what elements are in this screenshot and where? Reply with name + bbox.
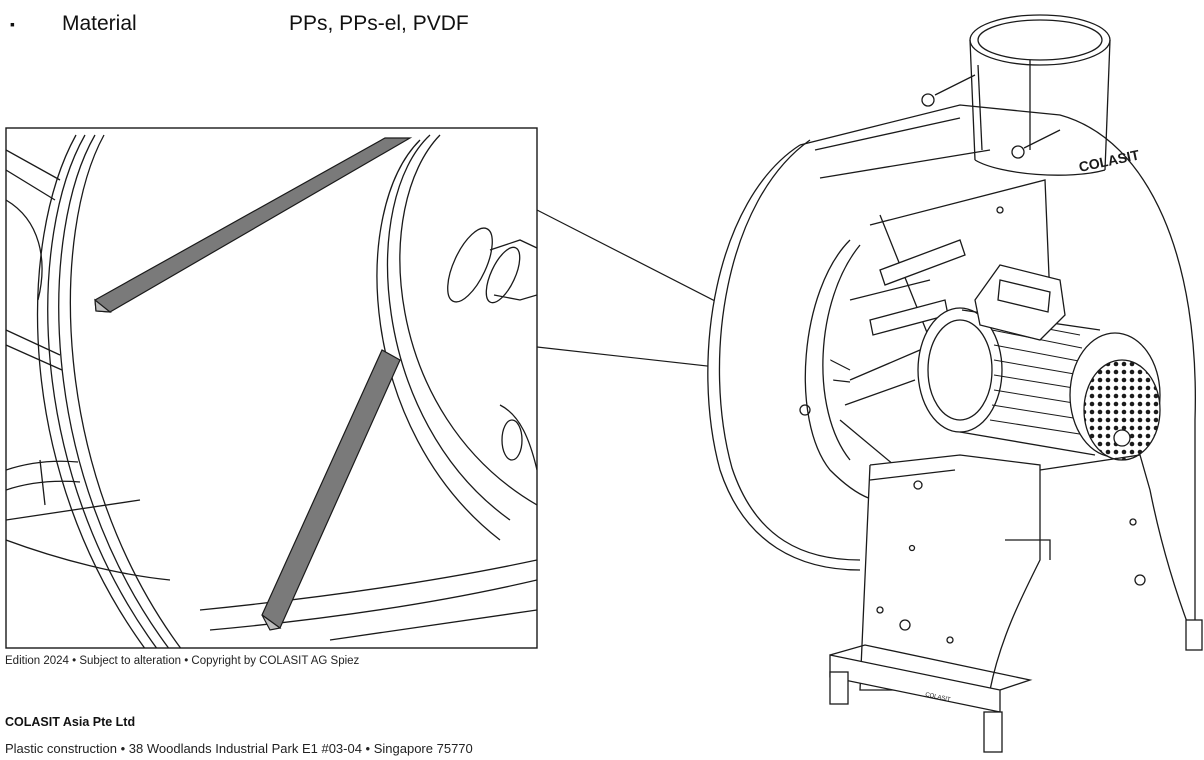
housing-logo: COLASIT: [1077, 146, 1141, 175]
material-value: PPs, PPs-el, PVDF: [289, 12, 469, 35]
base-logo: COLASIT: [925, 692, 952, 703]
edition-note: Edition 2024 • Subject to alteration • C…: [5, 655, 360, 667]
company-name: COLASIT Asia Pte Ltd: [5, 715, 136, 729]
material-label: Material: [62, 12, 137, 35]
detail-view: [5, 127, 538, 649]
fan-assembly: COLASIT: [707, 14, 1203, 753]
company-address: Plastic construction • 38 Woodlands Indu…: [5, 741, 473, 756]
bullet-marker: ▪: [10, 16, 15, 32]
material-spec-row: ▪ Material PPs, PPs-el, PVDF: [10, 6, 570, 42]
